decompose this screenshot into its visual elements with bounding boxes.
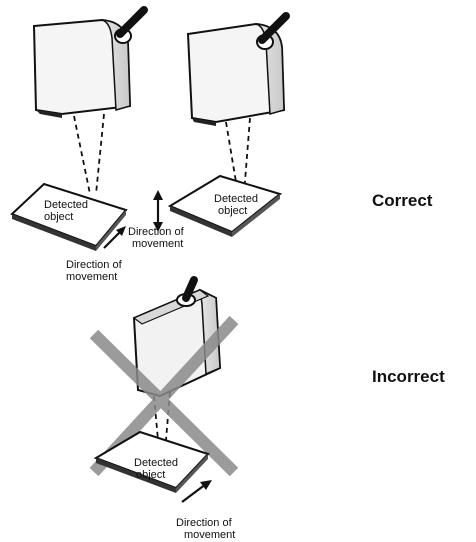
detected-object-bottom: Detected object [93, 430, 210, 493]
beam-right [225, 117, 251, 195]
direction-label-mid-line2: movement [132, 238, 183, 250]
cable-right [256, 12, 290, 50]
direction-label-left-line2: movement [66, 271, 117, 283]
direction-label-bottom-line1: Direction of [176, 517, 233, 529]
movement-arrow-diagonal [103, 226, 126, 249]
incorrect-label: Incorrect [372, 367, 445, 386]
correct-label: Correct [372, 191, 433, 210]
movement-arrow-bottom [181, 480, 212, 503]
cable-left [114, 6, 148, 44]
sensor-right [186, 12, 290, 195]
direction-label-left-line1: Direction of [66, 259, 123, 271]
detected-object-bottom-line1: Detected [134, 457, 178, 469]
sensor-left [32, 6, 148, 195]
direction-label-mid-line1: Direction of [128, 226, 185, 238]
beam-incorrect [153, 391, 171, 441]
movement-arrow-vertical [153, 190, 163, 232]
detected-object-right: Detected object [167, 174, 283, 237]
detected-object-left-line2: object [44, 211, 73, 223]
detected-object-left-line1: Detected [44, 199, 88, 211]
detected-object-bottom-line2: object [136, 469, 165, 481]
direction-label-bottom-line2: movement [184, 529, 235, 541]
cable-incorrect [176, 276, 198, 307]
detected-object-right-line1: Detected [214, 193, 258, 205]
detected-object-left: Detected object [10, 182, 128, 251]
detected-object-right-line2: object [218, 205, 247, 217]
beam-left [73, 113, 105, 195]
